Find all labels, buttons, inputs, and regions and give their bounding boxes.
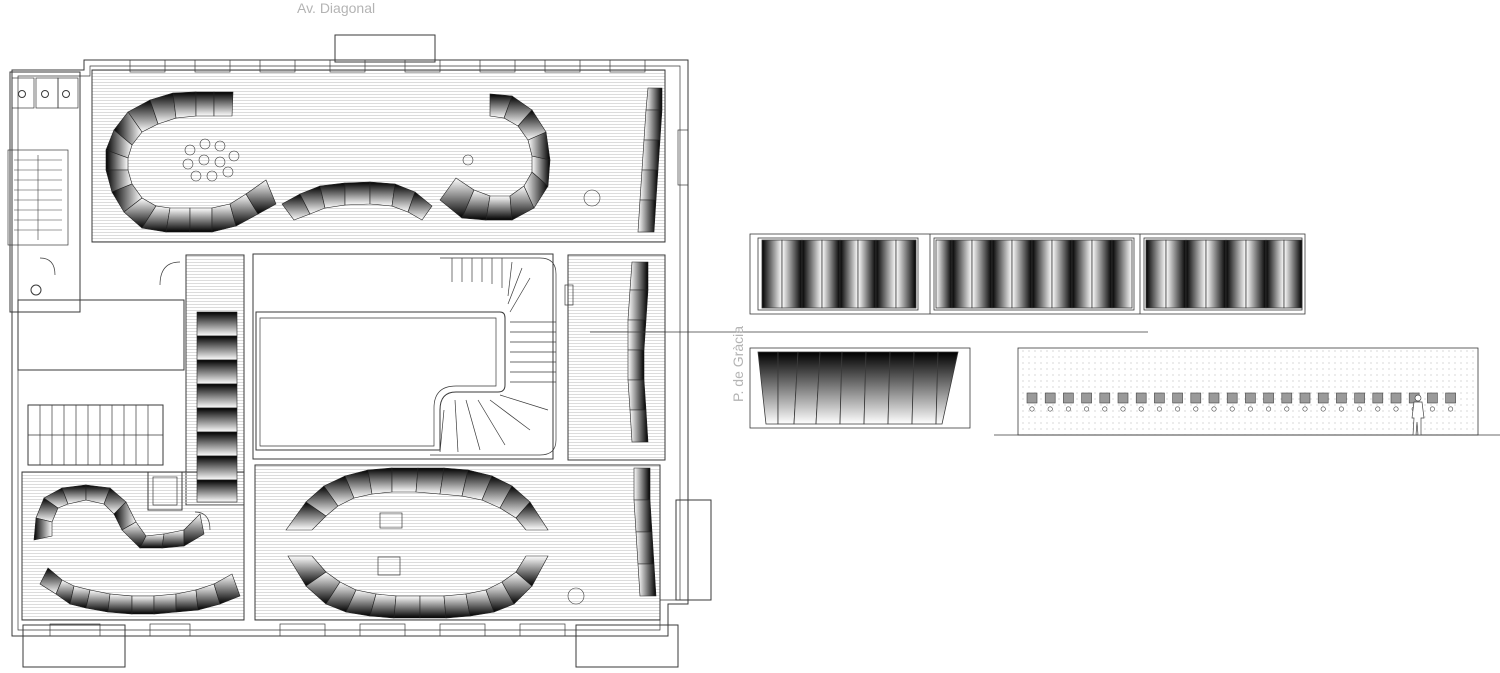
facade-marker [1302,406,1308,412]
person-figure [1411,394,1425,436]
facade-window [1154,392,1165,404]
street-label-diagonal: Av. Diagonal [297,0,376,16]
elevation-panels [590,233,1500,436]
facade-marker [1266,406,1272,412]
lift [147,471,183,511]
facade-marker [1120,406,1126,412]
elevation-facade [1017,347,1479,436]
table-cluster [182,138,474,182]
facade-window [1390,392,1402,404]
facade-marker [1375,406,1381,412]
facade-marker [1193,406,1199,412]
floor-plan [7,34,712,668]
facade-marker [1229,406,1235,412]
facade-marker [1175,406,1181,412]
bay-right [675,499,712,601]
facade-window [1427,392,1438,404]
display-panels [33,87,663,619]
facade-window [1135,392,1147,404]
corridor-right [567,254,666,461]
facade-marker [1029,406,1035,412]
bay-top [334,34,436,63]
facade-marker [1138,406,1144,412]
facade-marker [1357,406,1363,412]
facade-window [1354,392,1365,404]
facade-marker [1156,406,1162,412]
room-left [17,299,185,371]
facade-window [1372,392,1384,404]
facade-window [1172,392,1183,404]
facade-window [1245,392,1256,404]
facade-window [1063,392,1074,404]
courtyard [252,253,554,460]
facade-window [1044,392,1056,404]
facade-marker [1084,406,1090,412]
facade-marker [1284,406,1290,412]
facade-window [1081,392,1092,404]
facade-bays [1026,392,1456,412]
courtyard-void [255,311,506,451]
facade-marker [1211,406,1217,412]
facade-marker [1102,406,1108,412]
street-label-gracia: P. de Gràcia [730,325,746,402]
facade-window [1099,392,1111,404]
facade-marker [1065,406,1071,412]
facade-marker [1320,406,1326,412]
facade-window [1445,392,1456,404]
facade-window [1117,392,1129,404]
facade-window [1190,392,1202,404]
facade-window [1317,392,1329,404]
facade-marker [1338,406,1344,412]
facade-window [1263,392,1274,404]
facade-marker [1247,406,1253,412]
service-core [9,71,81,313]
facade-window [1299,392,1311,404]
bay-bottom-right [575,624,679,668]
outer-wall [11,59,689,637]
service-stair [7,149,69,246]
facade-marker [1047,406,1053,412]
facade-window [1026,392,1038,404]
bay-bottom-left [22,624,126,668]
facade-window [1226,392,1238,404]
facade-marker [1448,406,1454,412]
facade-window [1336,392,1347,404]
facade-window [1281,392,1293,404]
facade-marker [1393,406,1399,412]
facade-window [1208,392,1220,404]
main-stair [430,257,557,456]
facade-marker [1429,406,1435,412]
